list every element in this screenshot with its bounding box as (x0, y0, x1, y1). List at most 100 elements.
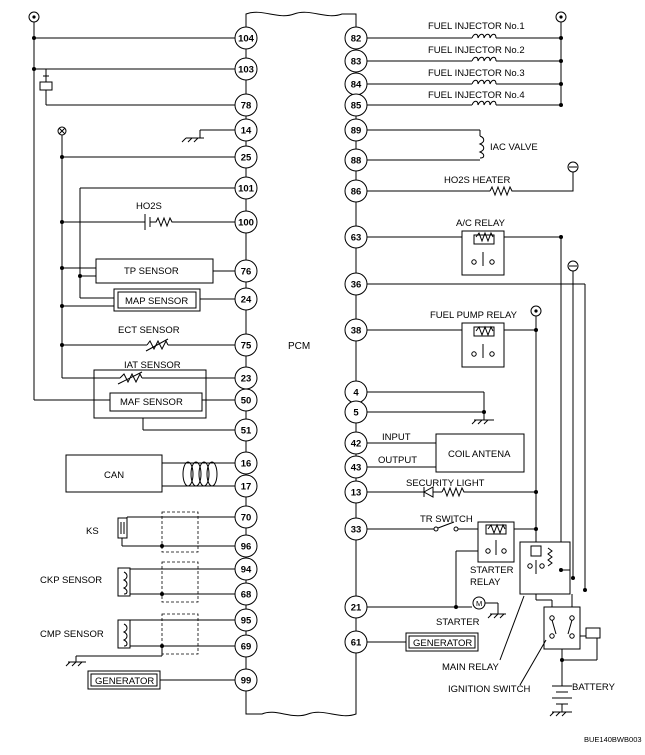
pcm-pin-label: 38 (351, 326, 362, 337)
pcm-pin-right-63 (344, 225, 368, 249)
pcm-pin-label: 43 (351, 463, 362, 474)
fuel-injector-coil-icon (471, 100, 497, 106)
pcm-pin-right-85 (344, 93, 368, 117)
pcm-pin-left-51 (234, 418, 258, 442)
svg-text:COIL ANTENA: COIL ANTENA (448, 449, 511, 460)
pcm-pin-label: 5 (353, 408, 359, 419)
svg-text:FUEL INJECTOR No.1: FUEL INJECTOR No.1 (428, 21, 525, 32)
pcm-pin-right-42 (344, 431, 368, 455)
pcm-pin-label: 25 (241, 153, 252, 164)
pcm-pin-left-94 (234, 557, 258, 581)
pcm-pin-right-13 (344, 480, 368, 504)
pcm-pin-right-88 (344, 148, 368, 172)
pcm-pin-left-14 (234, 118, 258, 142)
pcm-pin-left-99 (234, 668, 258, 692)
pcm-pin-label: 17 (241, 482, 252, 493)
pcm-pin-left-95 (234, 608, 258, 632)
pcm-pin-label: 14 (241, 126, 252, 137)
svg-text:FUEL INJECTOR No.4: FUEL INJECTOR No.4 (428, 90, 525, 101)
svg-text:M: M (476, 599, 482, 608)
pcm-pin-label: 23 (241, 374, 252, 385)
pcm-pin-left-68 (234, 582, 258, 606)
pcm-pin-right-36 (344, 272, 368, 296)
svg-text:FUEL INJECTOR No.3: FUEL INJECTOR No.3 (428, 68, 525, 79)
pcm-pin-left-104 (234, 26, 258, 50)
pcm-pin-label: 94 (241, 565, 252, 576)
pcm-pin-right-83 (344, 49, 368, 73)
pcm-pin-label: 24 (241, 295, 252, 306)
pcm-pin-label: 76 (241, 267, 252, 278)
svg-text:TR SWITCH: TR SWITCH (420, 514, 473, 525)
pcm-pin-label: 63 (351, 233, 362, 244)
pcm-pin-label: 78 (241, 101, 252, 112)
pcm-pin-right-89 (344, 118, 368, 142)
pcm-pin-label: 101 (238, 184, 255, 195)
pcm-pin-left-78 (234, 93, 258, 117)
knock-sensor-icon (117, 517, 128, 539)
svg-text:MAIN RELAY: MAIN RELAY (442, 662, 500, 673)
pcm-pin-label: 36 (351, 280, 362, 291)
svg-text:CMP SENSOR: CMP SENSOR (40, 629, 104, 640)
pcm-pin-label: 104 (238, 34, 255, 45)
fuel-pump-relay (461, 322, 505, 368)
svg-text:GENERATOR: GENERATOR (413, 638, 472, 649)
svg-text:SECURITY LIGHT: SECURITY LIGHT (406, 478, 485, 489)
svg-text:FUEL PUMP RELAY: FUEL PUMP RELAY (430, 310, 518, 321)
left-pin-group: 1041037814251011007624752350511617709694… (234, 26, 258, 692)
svg-text:STARTER: STARTER (436, 617, 480, 628)
pcm-pin-left-50 (234, 388, 258, 412)
pcm-pin-label: 85 (351, 101, 362, 112)
pcm-pin-left-103 (234, 57, 258, 81)
svg-text:OUTPUT: OUTPUT (378, 455, 417, 466)
svg-text:MAF SENSOR: MAF SENSOR (120, 397, 183, 408)
pcm-pin-label: 4 (353, 388, 359, 399)
fuel-injector-coil-icon (471, 56, 497, 62)
pcm-pin-right-33 (344, 517, 368, 541)
pcm-pin-left-16 (234, 451, 258, 475)
pcm-box (245, 11, 357, 717)
svg-text:A/C RELAY: A/C RELAY (456, 218, 506, 229)
pcm-pin-label: 95 (241, 616, 252, 627)
maf-sensor (109, 392, 203, 412)
pcm-pin-right-43 (344, 455, 368, 479)
pcm-pin-label: 103 (238, 65, 254, 76)
pcm-pin-label: 75 (241, 341, 252, 352)
pcm-pin-label: 82 (351, 34, 362, 45)
coil-antena (435, 433, 525, 473)
pcm-pin-label: 84 (351, 80, 362, 91)
tr-switch-icon (437, 521, 455, 529)
pcm-pin-left-76 (234, 259, 258, 283)
fuel-injector-coil-icon (471, 33, 497, 39)
svg-text:ECT SENSOR: ECT SENSOR (118, 325, 180, 336)
pcm-pin-left-75 (234, 333, 258, 357)
pcm-label: PCM (288, 341, 310, 352)
diagnostic-connector-icon (39, 81, 53, 91)
svg-text:INPUT: INPUT (382, 432, 411, 443)
diagram-code: BUE140BWB003 (584, 735, 642, 744)
pcm-pin-label: 16 (241, 459, 252, 470)
pcm-pin-label: 83 (351, 57, 362, 68)
pcm-pin-left-101 (234, 176, 258, 200)
svg-text:IAC VALVE: IAC VALVE (490, 142, 538, 153)
pcm-pin-right-82 (344, 26, 368, 50)
pcm-pin-label: 96 (241, 542, 252, 553)
svg-text:FUEL INJECTOR No.2: FUEL INJECTOR No.2 (428, 45, 525, 56)
svg-text:HO2S HEATER: HO2S HEATER (444, 175, 510, 186)
pcm-pin-label: 33 (351, 525, 362, 536)
pcm-pin-left-17 (234, 474, 258, 498)
fuse-icon (585, 627, 601, 639)
ignition-switch (543, 606, 581, 650)
power-icon (567, 161, 579, 173)
pcm-pin-right-21 (344, 595, 368, 619)
pcm-pin-label: 69 (241, 642, 252, 653)
pcm-pin-label: 51 (241, 426, 252, 437)
svg-text:CKP SENSOR: CKP SENSOR (40, 575, 102, 586)
pcm-pin-right-61 (344, 630, 368, 654)
pcm-pin-label: 89 (351, 126, 362, 137)
pcm-pin-label: 86 (351, 187, 362, 198)
pcm-pin-left-24 (234, 287, 258, 311)
pcm-pin-label: 21 (351, 603, 362, 614)
svg-text:IAT SENSOR: IAT SENSOR (124, 360, 181, 371)
